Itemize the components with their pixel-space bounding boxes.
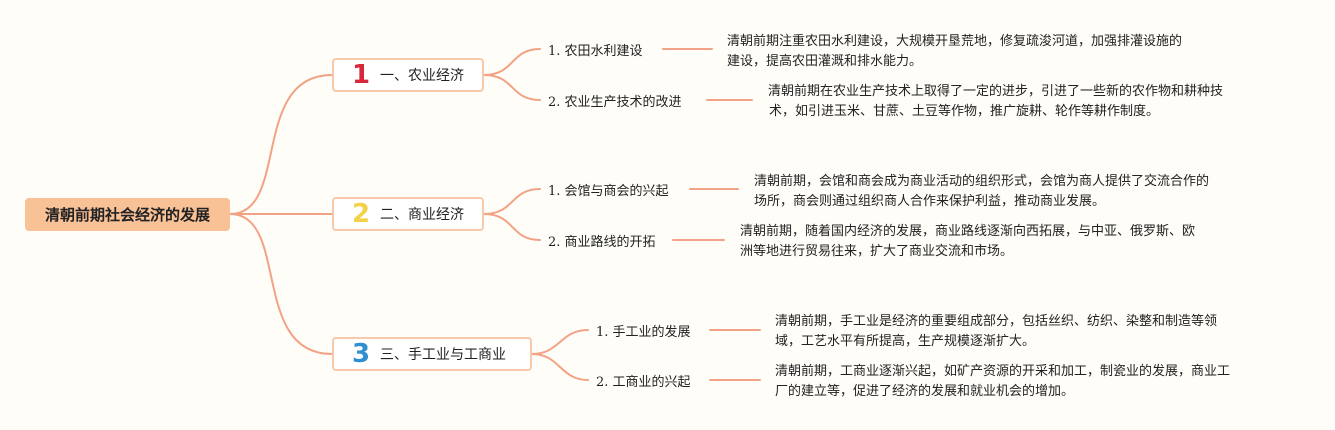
branch-label: 三、手工业与工商业	[380, 347, 506, 363]
sub-title: 农田水利建设	[564, 44, 643, 59]
link-root-branch-1	[229, 74, 333, 215]
root-node[interactable]: 清朝前期社会经济的发展	[25, 198, 230, 231]
link-b2-sub-2	[483, 213, 541, 241]
sub-title: 商业路线的开拓	[564, 235, 656, 250]
branch-node-commerce[interactable]: 2 二、商业经济	[332, 197, 484, 231]
branch-number-3: 3	[351, 339, 371, 369]
desc-trade-routes: 清朝前期，随着国内经济的发展，商业路线逐渐向西拓展，与中亚、俄罗斯、欧 洲等地进…	[740, 222, 1195, 262]
sub-index: 2.	[548, 235, 561, 250]
branch-number-1: 1	[351, 60, 371, 90]
desc-line: 建设，提高农田灌溉和排水能力。	[727, 54, 923, 69]
link-b2-sub-1	[483, 188, 541, 215]
sub-title: 手工业的发展	[612, 325, 691, 340]
sub-index: 1.	[548, 44, 561, 59]
desc-line: 清朝前期，随着国内经济的发展，商业路线逐渐向西拓展，与中亚、俄罗斯、欧	[740, 224, 1196, 239]
desc-industry-rise: 清朝前期，工商业逐渐兴起，如矿产资源的开采和加工，制瓷业的发展，商业工 厂的建立…	[775, 362, 1230, 402]
sub-node-irrigation[interactable]: 1. 农田水利建设	[548, 40, 643, 59]
sub-node-trade-routes[interactable]: 2. 商业路线的开拓	[548, 231, 656, 250]
sub-index: 1.	[548, 184, 561, 199]
branch-label: 二、商业经济	[380, 207, 464, 223]
sub-node-industry-rise[interactable]: 2. 工商业的兴起	[596, 371, 691, 390]
sub-index: 2.	[548, 95, 561, 110]
desc-line: 厂的建立等，促进了经济的发展和就业机会的增加。	[775, 384, 1075, 399]
desc-line: 术，如引进玉米、甘蔗、土豆等作物，推广旋耕、轮作等耕作制度。	[769, 104, 1160, 119]
branch-label: 一、农业经济	[380, 68, 464, 84]
desc-line: 清朝前期，会馆和商会成为商业活动的组织形式，会馆为商人提供了交流合作的	[754, 174, 1210, 189]
sub-title: 农业生产技术的改进	[564, 95, 682, 110]
desc-handicraft-dev: 清朝前期，手工业是经济的重要组成部分，包括丝织、纺织、染整和制造等领 域，工艺水…	[775, 312, 1217, 352]
sub-node-handicraft-dev[interactable]: 1. 手工业的发展	[596, 321, 691, 340]
sub-title: 工商业的兴起	[612, 375, 691, 390]
branch-node-agriculture[interactable]: 1 一、农业经济	[332, 58, 484, 92]
sub-index: 1.	[596, 325, 609, 340]
link-b3-sub-1	[531, 329, 589, 355]
desc-line: 清朝前期，工商业逐渐兴起，如矿产资源的开采和加工，制瓷业的发展，商业工	[775, 364, 1231, 379]
link-root-branch-3	[229, 213, 333, 355]
branch-node-handicraft[interactable]: 3 三、手工业与工商业	[332, 337, 532, 371]
desc-line: 场所，商会则通过组织商人合作来保护利益，推动商业发展。	[754, 194, 1106, 209]
desc-line: 域，工艺水平有所提高，生产规模逐渐扩大。	[775, 334, 1036, 349]
desc-line: 清朝前期，手工业是经济的重要组成部分，包括丝织、纺织、染整和制造等领	[775, 314, 1218, 329]
link-b1-sub-1	[483, 48, 541, 76]
sub-title: 会馆与商会的兴起	[564, 184, 669, 199]
desc-irrigation: 清朝前期注重农田水利建设，大规模开垦荒地，修复疏浚河道，加强排灌设施的 建设，提…	[727, 32, 1182, 72]
sub-node-guilds[interactable]: 1. 会馆与商会的兴起	[548, 180, 669, 199]
sub-index: 2.	[596, 375, 609, 390]
desc-line: 清朝前期在农业生产技术上取得了一定的进步，引进了一些新的农作物和耕种技	[768, 84, 1224, 99]
branch-number-2: 2	[351, 199, 371, 229]
sub-node-farming-tech[interactable]: 2. 农业生产技术的改进	[548, 91, 682, 110]
link-b1-sub-2	[483, 74, 541, 101]
desc-line: 洲等地进行贸易往来，扩大了商业交流和市场。	[740, 244, 1014, 259]
desc-farming-tech: 清朝前期在农业生产技术上取得了一定的进步，引进了一些新的农作物和耕种技 术，如引…	[768, 82, 1223, 122]
desc-line: 清朝前期注重农田水利建设，大规模开垦荒地，修复疏浚河道，加强排灌设施的	[727, 34, 1183, 49]
desc-guilds: 清朝前期，会馆和商会成为商业活动的组织形式，会馆为商人提供了交流合作的 场所，商…	[754, 172, 1209, 212]
link-b3-sub-2	[531, 353, 589, 381]
